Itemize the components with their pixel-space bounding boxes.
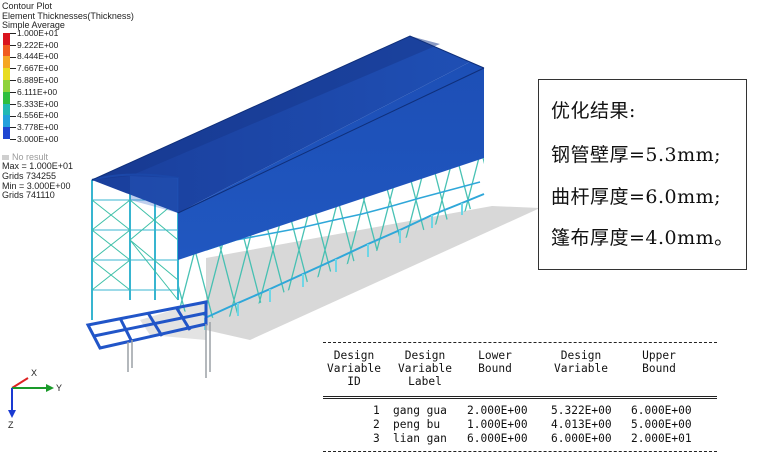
min-grid: Grids 741110 [2, 190, 55, 201]
min-value: Min = 3.000E+00 [2, 180, 71, 191]
base-legs [127, 322, 211, 378]
scale-label: 6.111E+00 [10, 87, 57, 98]
row2-upper: 5.000E+00 [631, 418, 692, 431]
axis-triad[interactable]: X Y Z [6, 366, 66, 430]
x-axis-label: X [31, 368, 37, 378]
header-value: Design Variable [549, 349, 613, 375]
row2-lower: 1.000E+00 [467, 418, 528, 431]
header-id: Design Variable ID [325, 349, 383, 388]
base-frame [85, 300, 208, 350]
scale-label: 3.000E+00 [10, 134, 58, 145]
row2-id: 2 [373, 418, 380, 431]
optimization-result-box: 优化结果: 钢管壁厚=5.3mm; 曲杆厚度=6.0mm; 篷布厚度=4.0mm… [538, 79, 747, 270]
legend-method: Simple Average [2, 20, 65, 31]
scale-label: 5.333E+00 [10, 99, 58, 110]
row3-label: lian gan [393, 432, 447, 445]
legend-subtitle: Element Thicknesses(Thickness) [2, 10, 134, 21]
no-result-swatch [2, 154, 9, 160]
header-lower-line1: Lower [478, 349, 512, 362]
header-label-line1: Design [404, 349, 446, 362]
x-axis-line [11, 377, 29, 389]
scale-band [3, 56, 10, 69]
row2-value: 4.013E+00 [551, 418, 612, 431]
row3-id: 3 [373, 432, 380, 445]
result-tube-thickness: 钢管壁厚=5.3mm; [551, 144, 722, 166]
scale-label: 8.444E+00 [10, 52, 58, 62]
scale-band [3, 68, 10, 80]
header-label-line3: Label [408, 375, 442, 388]
header-id-line2: Variable [327, 362, 381, 375]
scale-label: 4.556E+00 [10, 111, 58, 121]
canopy-tarp [91, 35, 485, 260]
scale-label: 6.889E+00 [10, 75, 58, 86]
row1-lower: 2.000E+00 [467, 404, 528, 417]
scale-label: 9.222E+00 [10, 40, 58, 51]
row1-label: gang gua [393, 404, 447, 417]
row1-value: 5.322E+00 [551, 404, 612, 417]
header-upper-line2: Bound [642, 362, 676, 375]
design-variable-table: Design Variable ID Design Variable Label… [323, 336, 719, 456]
row1-upper: 6.000E+00 [631, 404, 692, 417]
scale-band [3, 44, 10, 57]
row3-upper: 2.000E+01 [631, 432, 692, 445]
legend-title: Contour Plot [2, 1, 53, 11]
result-rod-thickness: 曲杆厚度=6.0mm; [551, 186, 722, 208]
header-lower: Lower Bound [467, 349, 523, 375]
max-grid: Grids 734255 [2, 170, 57, 181]
contour-legend: Contour Plot Element Thicknesses(Thickne… [2, 1, 134, 201]
table-header-rule [323, 396, 717, 399]
header-id-line1: Design [333, 349, 375, 362]
side-lattice-supports [178, 158, 485, 320]
result-tarp-thickness: 篷布厚度=4.0mm。 [551, 227, 734, 249]
scale-band [3, 115, 10, 128]
scale-band [3, 103, 10, 116]
z-arrow-icon [8, 410, 16, 418]
scale-label: 7.667E+00 [10, 64, 58, 74]
header-upper-line1: Upper [642, 349, 676, 362]
header-label-line2: Variable [398, 362, 452, 375]
header-value-line2: Variable [554, 362, 608, 375]
scale-label: 3.778E+00 [10, 123, 58, 133]
no-result-label: No result [12, 151, 49, 162]
table-top-rule [323, 342, 717, 343]
max-value: Max = 1.000E+01 [2, 161, 74, 172]
scale-band [3, 127, 10, 139]
front-end-panel [130, 176, 178, 213]
z-axis-label: Z [8, 420, 14, 430]
header-label: Design Variable Label [393, 349, 457, 388]
row1-id: 1 [373, 404, 380, 417]
header-id-line3: ID [347, 375, 361, 388]
row2-label: peng bu [393, 418, 441, 431]
row3-lower: 6.000E+00 [467, 432, 528, 445]
header-lower-line2: Bound [478, 362, 512, 375]
table-bottom-rule [323, 451, 717, 452]
header-value-line1: Design [560, 349, 602, 362]
header-upper: Upper Bound [633, 349, 685, 375]
scale-band [3, 32, 10, 45]
y-axis-label: Y [56, 383, 62, 393]
row3-value: 6.000E+00 [551, 432, 612, 445]
scale-label: 1.000E+01 [10, 28, 58, 39]
y-arrow-icon [46, 384, 54, 392]
scale-band [3, 91, 10, 104]
result-title: 优化结果: [551, 100, 636, 122]
no-result-entry: No result [2, 151, 134, 163]
scale-band [3, 79, 10, 92]
